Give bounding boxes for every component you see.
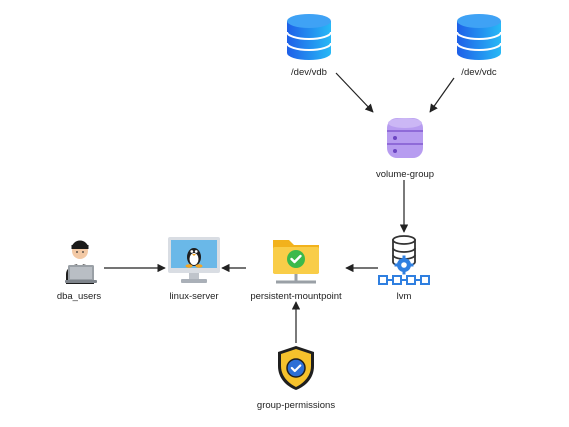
storage-server-icon [386,116,424,160]
node-label-dev-vdb: /dev/vdb [291,67,327,78]
node-label-lvm: lvm [396,291,412,302]
node-label-dba-users: dba_users [56,291,102,302]
database-cylinder-icon [286,13,332,61]
database-cylinder-icon [456,13,502,61]
database-network-gear-icon [378,234,430,288]
shield-check-icon [275,344,317,392]
node-label-volume-group: volume-group [375,169,435,180]
edge-vdc-to-volume-group [429,77,455,113]
edge-vdb-to-volume-group [335,72,374,113]
user-laptop-icon [62,234,98,286]
node-label-dev-vdc: /dev/vdc [461,67,497,78]
folder-check-icon [271,234,321,286]
node-label-persistent-mountpoint: persistent-mountpoint [250,291,342,302]
node-label-linux-server: linux-server [169,291,219,302]
node-label-group-permissions: group-permissions [256,400,336,411]
linux-monitor-icon [167,236,221,286]
